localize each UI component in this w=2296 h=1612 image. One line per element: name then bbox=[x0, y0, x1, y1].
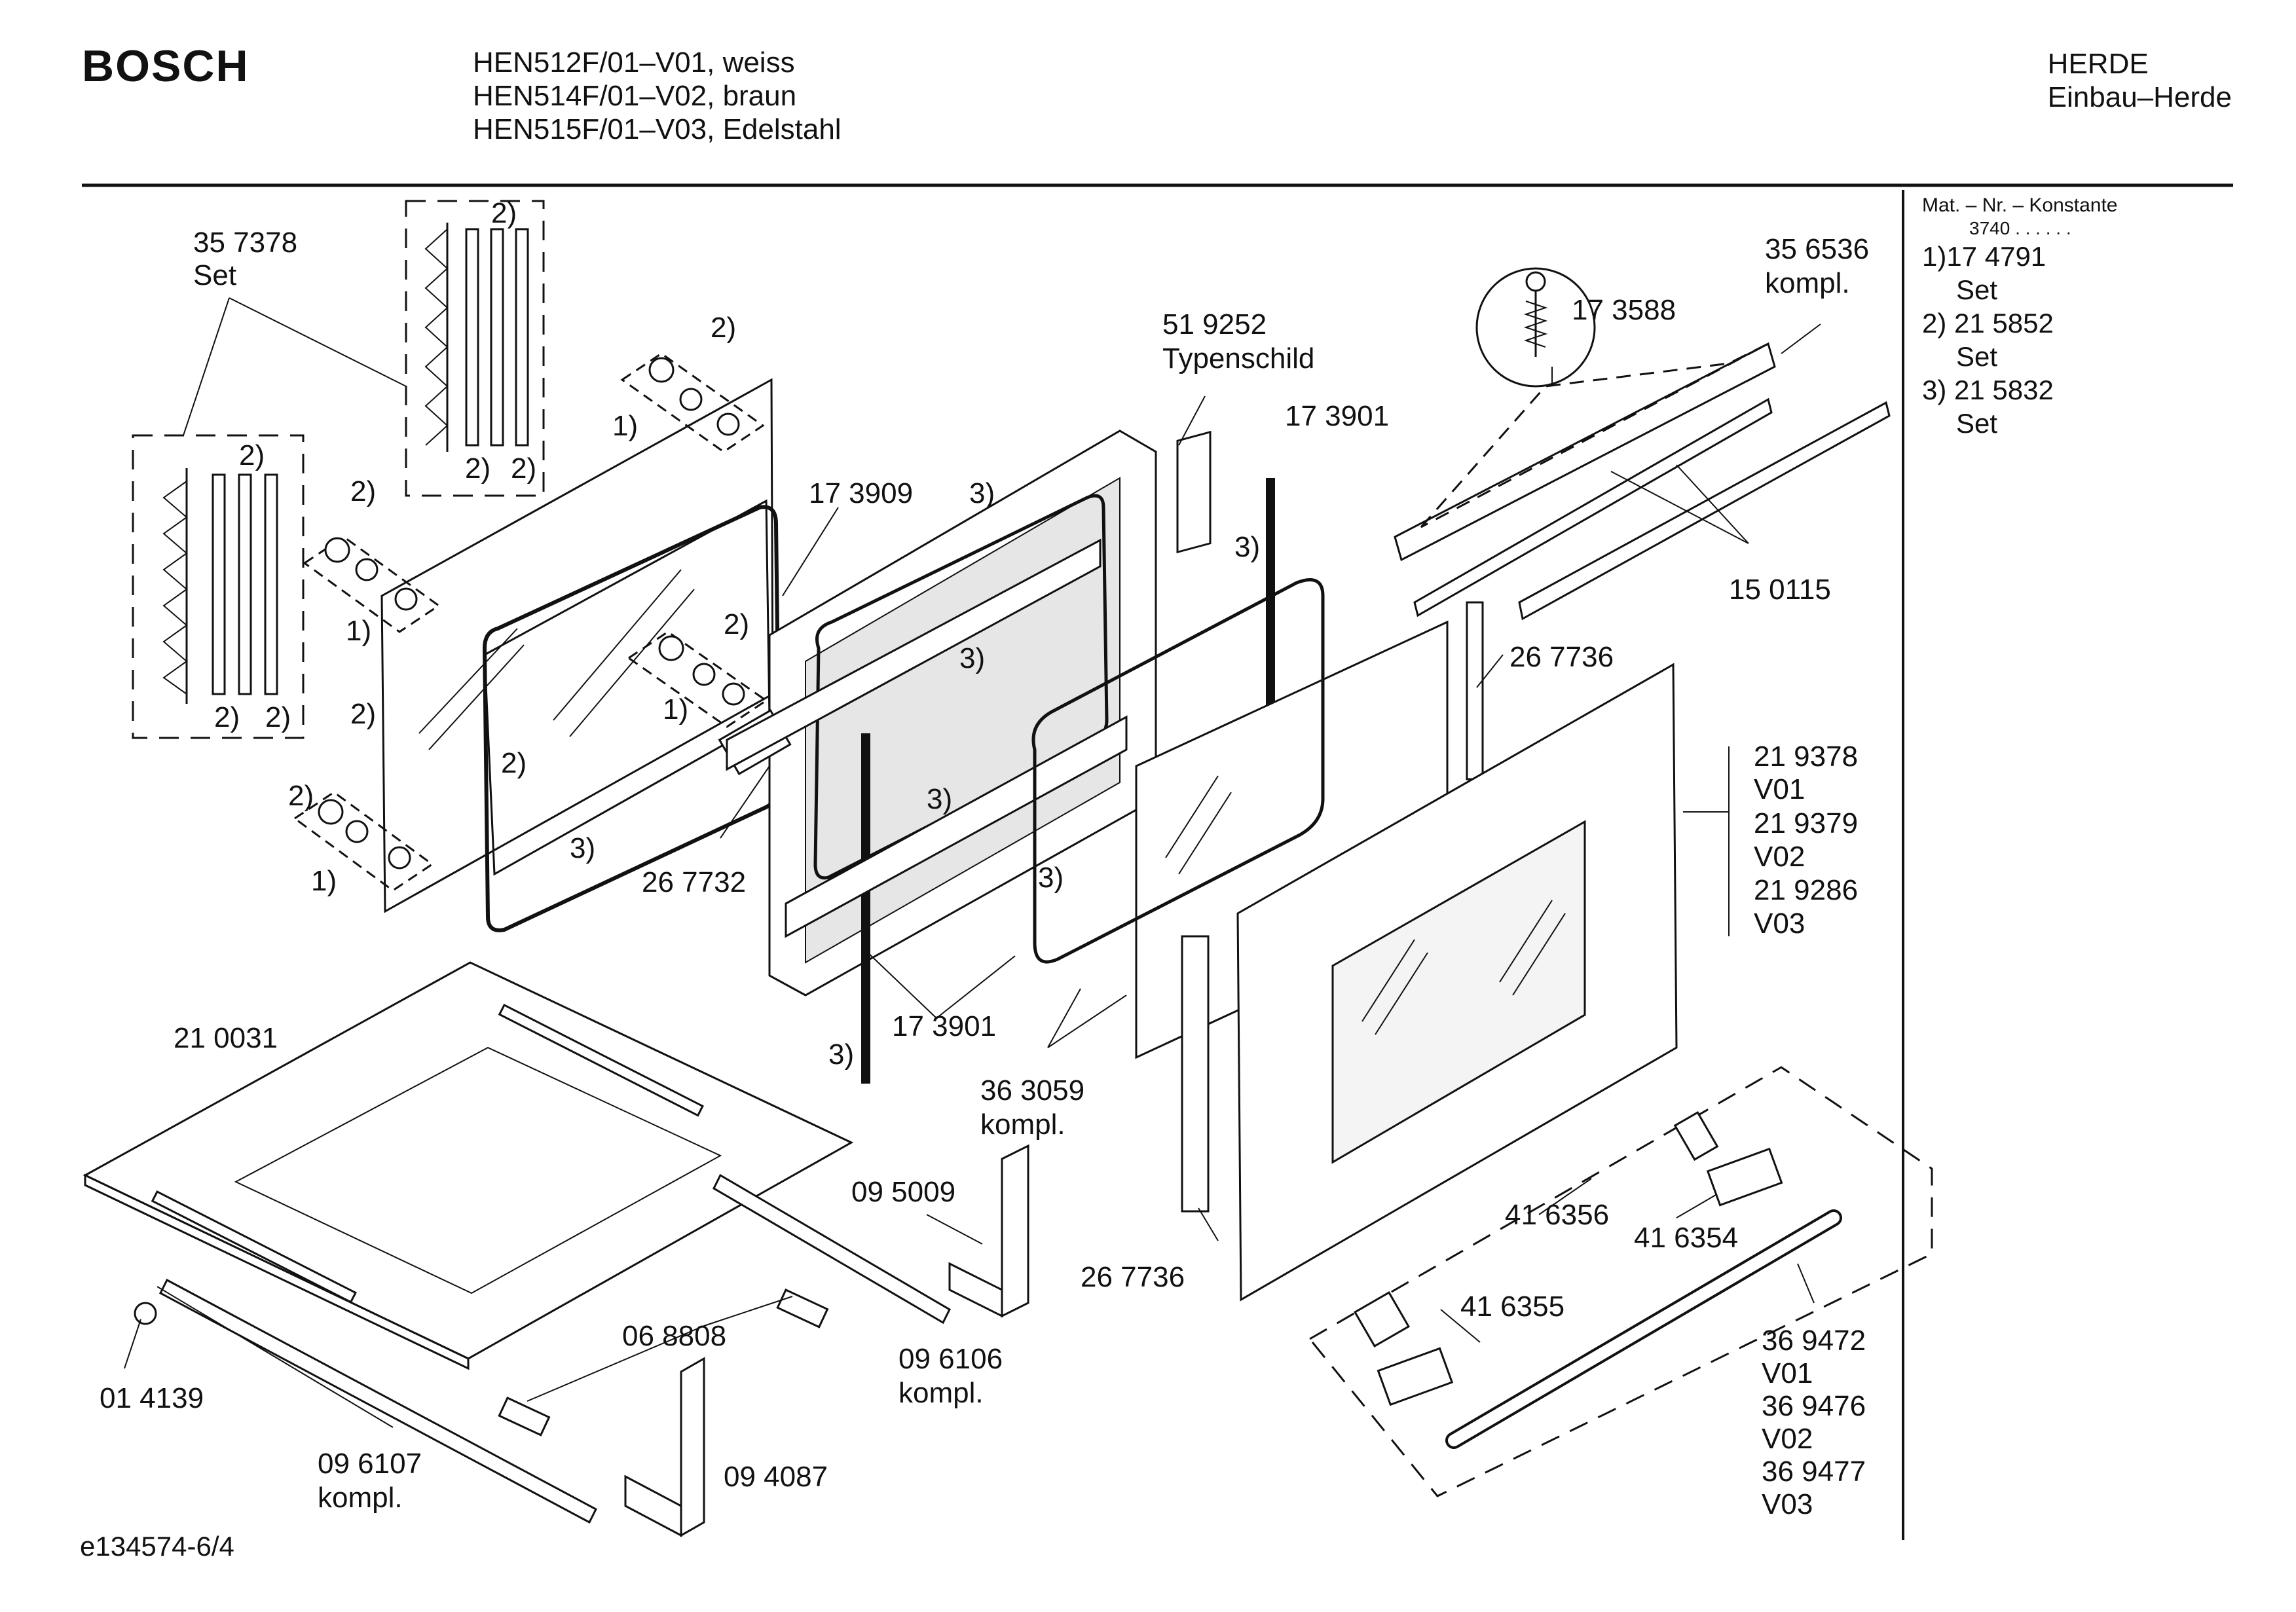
document-id: e134574-6/4 bbox=[80, 1531, 234, 1562]
leader-line bbox=[229, 297, 407, 387]
top-rail bbox=[1394, 342, 1891, 621]
set-marker: 3) bbox=[1234, 531, 1260, 563]
leader-line bbox=[183, 297, 230, 436]
spacer-strip bbox=[1181, 601, 1484, 1213]
callout-label: 17 3909 bbox=[809, 477, 913, 509]
category-block: HERDE Einbau–Herde bbox=[2048, 47, 2232, 114]
legend-code: 1)17 4791 bbox=[1922, 241, 2046, 272]
callout-label: kompl. bbox=[318, 1482, 403, 1514]
handle-set bbox=[1308, 1066, 1933, 1497]
callout-label: 09 5009 bbox=[851, 1176, 955, 1208]
set-marker: 2) bbox=[711, 312, 736, 344]
callout-label: 09 4087 bbox=[724, 1461, 828, 1493]
callout-label: V03 bbox=[1754, 907, 1805, 940]
set-marker: 1) bbox=[612, 410, 638, 442]
callout-label: 17 3901 bbox=[892, 1010, 996, 1042]
model-line: HEN514F/01–V02, braun bbox=[473, 80, 797, 112]
set-marker: 2) bbox=[724, 608, 749, 640]
model-line: HEN515F/01–V03, Edelstahl bbox=[473, 113, 842, 145]
rating-plate bbox=[1176, 430, 1212, 554]
callout-label: 09 6107 bbox=[318, 1448, 422, 1480]
set-marker: 1) bbox=[346, 615, 371, 647]
set-marker: 2) bbox=[239, 439, 265, 471]
set-marker: 2) bbox=[265, 701, 291, 733]
set-marker: 2) bbox=[465, 452, 491, 485]
set-marker: 2) bbox=[350, 698, 376, 730]
callout-label: 21 9379 bbox=[1754, 807, 1858, 839]
brand-logo: BOSCH bbox=[82, 41, 250, 91]
callout-label: 26 7732 bbox=[642, 866, 746, 898]
callout-label: 36 9472 bbox=[1762, 1325, 1866, 1357]
set-marker: 3) bbox=[969, 477, 995, 509]
set-marker: 2) bbox=[501, 747, 527, 779]
set-legend: Mat. – Nr. – Konstante 3740 . . . . . . … bbox=[1922, 194, 2184, 440]
callout-label: 17 3901 bbox=[1285, 400, 1389, 432]
set-marker: 3) bbox=[570, 832, 595, 864]
model-line: HEN512F/01–V01, weiss bbox=[473, 46, 795, 79]
callout-label: V02 bbox=[1754, 841, 1805, 873]
callout-label: 15 0115 bbox=[1729, 574, 1831, 606]
callout-label: V02 bbox=[1762, 1423, 1813, 1455]
callout-label: 17 3588 bbox=[1572, 294, 1676, 326]
callout-label: 41 6355 bbox=[1460, 1291, 1565, 1323]
set-marker: 3) bbox=[828, 1038, 854, 1071]
model-list: HEN512F/01–V01, weiss HEN514F/01–V02, br… bbox=[473, 46, 842, 146]
callout-label: 01 4139 bbox=[100, 1382, 204, 1414]
outer-door-panel bbox=[1236, 663, 1678, 1302]
callout-label: 36 9476 bbox=[1762, 1390, 1866, 1422]
callout-label: 06 8808 bbox=[622, 1320, 726, 1352]
legend-label: Set bbox=[1956, 341, 1998, 372]
callout-label: 09 6106 bbox=[898, 1343, 1003, 1375]
callout-label: V01 bbox=[1754, 773, 1805, 805]
leader-lines bbox=[124, 323, 1821, 1428]
set-marker: 2) bbox=[350, 475, 376, 507]
callout-label: Set bbox=[193, 259, 236, 291]
category-subtitle: Einbau–Herde bbox=[2047, 81, 2232, 113]
set-marker: 3) bbox=[1038, 862, 1064, 894]
legend-constant: 3740 . . . . . . bbox=[1969, 218, 2071, 238]
callout-label: 41 6354 bbox=[1634, 1222, 1738, 1254]
callout-label: 51 9252 bbox=[1162, 308, 1267, 340]
legend-label: Set bbox=[1956, 274, 1998, 305]
callout-label: 26 7736 bbox=[1509, 641, 1614, 673]
side-rail bbox=[134, 1173, 951, 1524]
callout-label: 35 6536 bbox=[1765, 233, 1869, 265]
callout-label: kompl. bbox=[898, 1377, 984, 1409]
set-marker: 2) bbox=[491, 197, 517, 229]
callout-label: V01 bbox=[1762, 1357, 1813, 1389]
callout-label: Typenschild bbox=[1162, 342, 1314, 375]
set-marker: 1) bbox=[663, 693, 688, 725]
callout-label: 41 6356 bbox=[1505, 1199, 1609, 1231]
callout-label: 36 9477 bbox=[1762, 1456, 1866, 1488]
callout-label: kompl. bbox=[1765, 267, 1850, 299]
callout-label: 21 9286 bbox=[1754, 874, 1858, 906]
set-marker: 1) bbox=[311, 865, 337, 897]
set-marker: 3) bbox=[959, 642, 985, 674]
callout-label: 36 3059 bbox=[980, 1074, 1084, 1107]
legend-code: 3) 21 5832 bbox=[1922, 375, 2054, 405]
set-marker: 2) bbox=[288, 780, 314, 812]
callout-label: V03 bbox=[1762, 1488, 1813, 1520]
callout-label: 21 0031 bbox=[174, 1022, 278, 1054]
legend-title: Mat. – Nr. – Konstante bbox=[1922, 194, 2118, 216]
legend-label: Set bbox=[1956, 408, 1998, 439]
set-marker: 2) bbox=[214, 701, 240, 733]
callout-label: 26 7736 bbox=[1081, 1261, 1185, 1293]
hinge-set-left bbox=[132, 434, 305, 739]
callout-label: kompl. bbox=[980, 1108, 1065, 1141]
callout-label: 35 7378 bbox=[193, 227, 297, 259]
set-marker: 3) bbox=[927, 783, 952, 815]
category-title: HERDE bbox=[2047, 48, 2149, 80]
screw-icon bbox=[1475, 267, 1596, 388]
door-frame bbox=[718, 430, 1275, 1084]
hinge-set-top bbox=[405, 200, 545, 497]
mounting-bracket bbox=[498, 1144, 1029, 1537]
glass-clip-group bbox=[293, 352, 768, 892]
base-tray bbox=[83, 961, 854, 1370]
callout-label: 21 9378 bbox=[1754, 741, 1858, 773]
legend-code: 2) 21 5852 bbox=[1922, 308, 2054, 339]
set-marker: 2) bbox=[511, 452, 536, 485]
